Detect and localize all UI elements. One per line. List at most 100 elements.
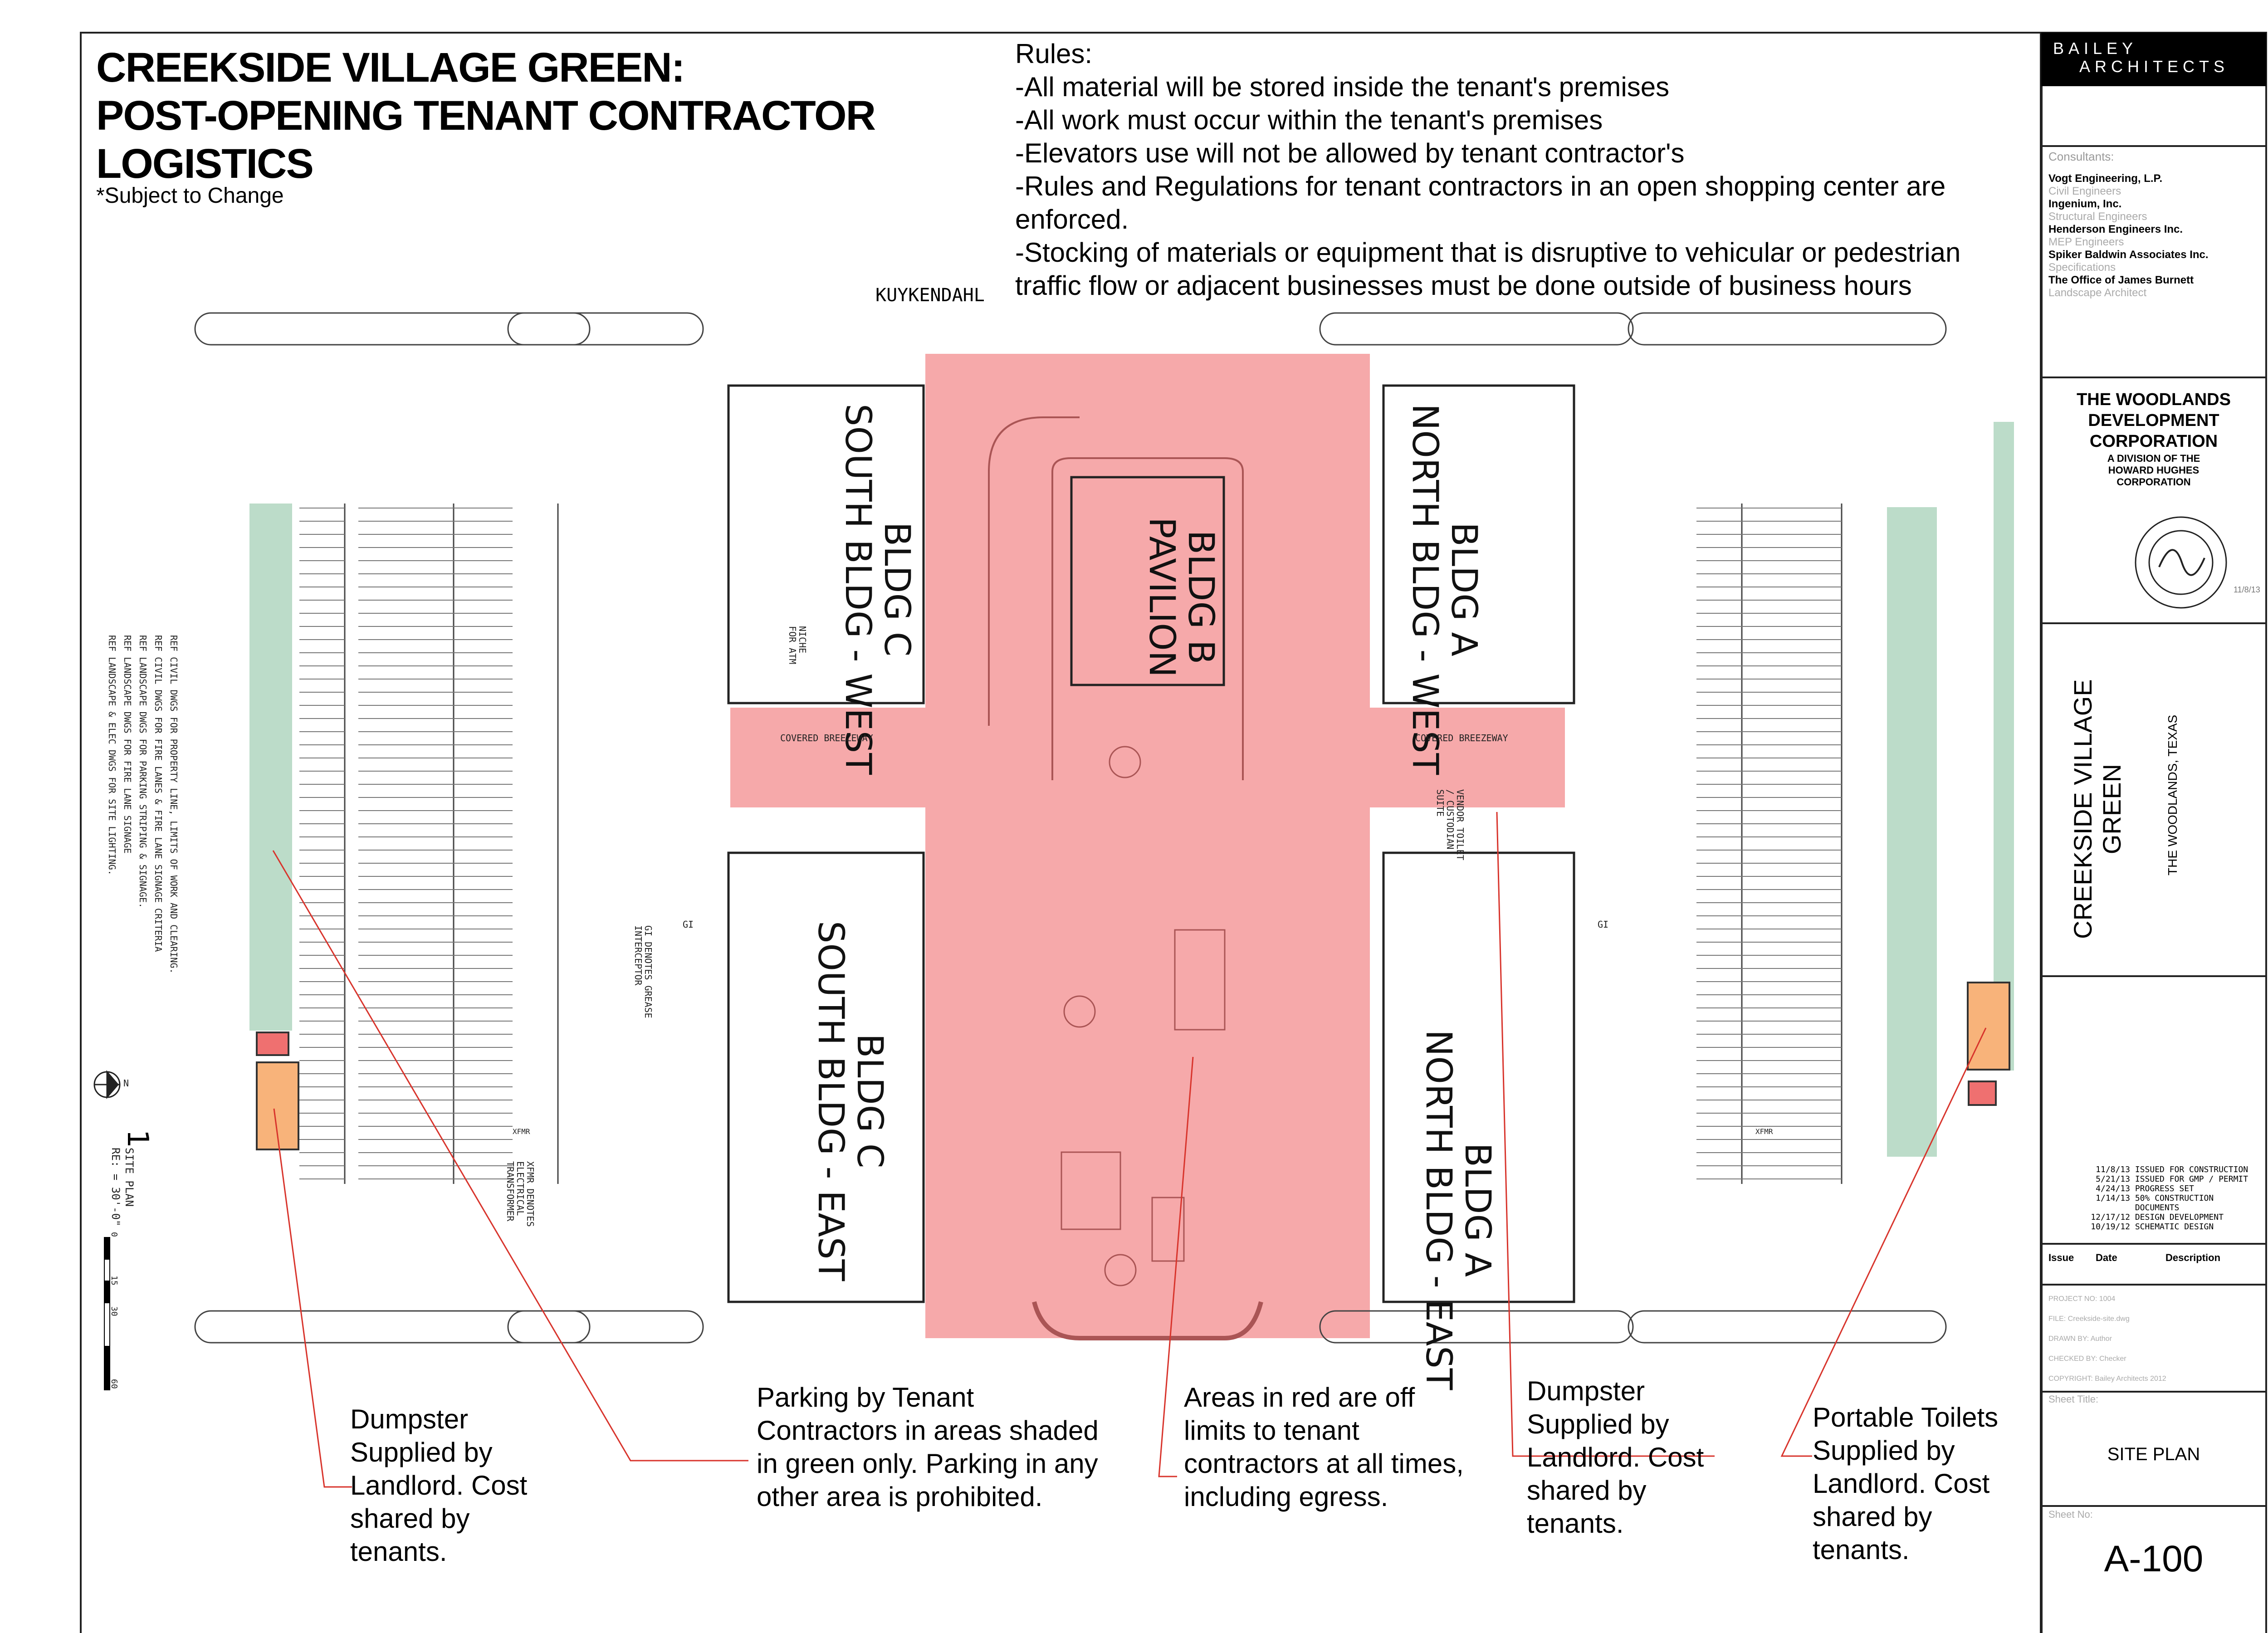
callout-dumpster-left: Dumpster Supplied by Landlord. Cost shar… [350, 1403, 527, 1568]
bldg-b-label: BLDG B PAVILION [1141, 517, 1221, 677]
callout-line: limits to tenant [1184, 1415, 1359, 1446]
callout-line: tenants. [350, 1536, 447, 1567]
callout-parking: Parking by Tenant Contractors in areas s… [757, 1381, 1099, 1513]
atm-note-line: NICHE [797, 626, 808, 654]
owner-subline-text: HOWARD HUGHES [2108, 464, 2200, 476]
drawing-subtitle: *Subject to Change [96, 184, 284, 208]
owner-name: THE WOODLANDS DEVELOPMENT CORPORATION [2041, 389, 2266, 452]
issue-desc: ISSUED FOR CONSTRUCTION [2135, 1165, 2248, 1174]
callout-line: shared by [350, 1503, 470, 1534]
consultant-role: Structural Engineers [2048, 210, 2147, 223]
breezeway-label-west: COVERED BREEZEWAY [780, 733, 873, 743]
owner-subline: A DIVISION OF THE HOWARD HUGHES CORPORAT… [2041, 453, 2266, 488]
xfmr-note-line: XFMR DENOTES [525, 1161, 536, 1227]
issue-date: 12/17/12 [2091, 1213, 2130, 1222]
issue-desc: PROGRESS SET [2135, 1184, 2194, 1193]
site-plan-caption: SITE PLAN RE: = 30'-0" [109, 1148, 136, 1226]
callout-line: Contractors in areas shaded [757, 1415, 1099, 1446]
atm-note-line: FOR ATM [787, 626, 798, 665]
consultant-name: Spiker Baldwin Associates Inc. [2048, 249, 2209, 261]
rule-item: traffic flow or adjacent businesses must… [1015, 270, 1912, 301]
grease-note-line: INTERCEPTOR [633, 925, 644, 986]
bldg-a-west-footprint [1382, 384, 1575, 704]
bldg-a-west-label: BLDG A NORTH BLDG - WEST [1404, 404, 1484, 775]
north-arrow [93, 1070, 121, 1100]
sheet-title-label: Sheet Title: [2048, 1393, 2099, 1405]
issue-row: 12/17/12 DESIGN DEVELOPMENT [2089, 1213, 2248, 1222]
scale-tick: 15 [109, 1276, 119, 1286]
vendor-toilet-note: VENDOR TOILET / CUSTODIAN SUITE [1435, 789, 1466, 861]
bldg-a-west-line1: BLDG A [1443, 522, 1484, 656]
callout-line: other area is prohibited. [757, 1481, 1043, 1512]
callout-line: tenants. [1527, 1508, 1624, 1539]
rules-heading: Rules: [1015, 39, 1093, 69]
callout-line: Landlord. Cost [350, 1470, 528, 1501]
site-plan-caption-line: SITE PLAN [123, 1148, 136, 1207]
project-info-row: DRAWN BY: Author [2048, 1335, 2112, 1343]
atm-niche-note: NICHE FOR ATM [787, 626, 808, 665]
reference-note: REF LANDSCAPE DWGS FOR PARKING STRIPING … [137, 635, 148, 909]
breezeway-label-east: COVERED BREEZEWAY [1415, 733, 1508, 743]
owner-line: CORPORATION [2089, 432, 2218, 451]
issue-date: 11/8/13 [2096, 1165, 2130, 1174]
project-info-row: COPYRIGHT: Bailey Architects 2012 [2048, 1375, 2166, 1383]
firm-logo-block [2041, 33, 2266, 86]
scale-tick: 60 [109, 1379, 119, 1389]
rule-item: -Rules and Regulations for tenant contra… [1015, 171, 1946, 201]
callout-line: Supplied by [1527, 1409, 1669, 1439]
consultant-role: Specifications [2048, 261, 2116, 274]
issue-desc: DOCUMENTS [2135, 1203, 2180, 1213]
title-block-rules [2041, 145, 2266, 1507]
rule-item: -Stocking of materials or equipment that… [1015, 237, 1961, 268]
sheet-number-label: Sheet No: [2048, 1509, 2093, 1520]
issue-date: 1/14/13 [2096, 1193, 2130, 1203]
bldg-c-west-footprint [727, 384, 925, 704]
grease-interceptor-tag: GI [683, 919, 694, 930]
reference-note: REF LANDSCAPE DWGS FOR FIRE LANE SIGNAGE [122, 635, 133, 854]
callout-line: Landlord. Cost [1527, 1442, 1704, 1472]
transformer-note: XFMR DENOTES ELECTRICAL TRANSFORMER [505, 1161, 536, 1227]
callout-line: Parking by Tenant [757, 1382, 974, 1413]
sheet-border [80, 32, 2267, 1633]
issue-row: 1/14/13 50% CONSTRUCTION [2089, 1193, 2248, 1203]
bldg-c-east-label: BLDG C SOUTH BLDG - EAST [810, 921, 890, 1281]
transformer-tag: XFMR [1755, 1127, 1773, 1136]
callout-line: including egress. [1184, 1481, 1388, 1512]
rule-item: -All material will be stored inside the … [1015, 72, 1670, 102]
pavilion-plaza-outline [1051, 457, 1244, 780]
grease-interceptor-note: GI DENOTES GREASE INTERCEPTOR [633, 925, 654, 1018]
bldg-a-west-line2: NORTH BLDG - WEST [1404, 404, 1445, 775]
parking-stalls [299, 508, 1842, 1179]
rule-item: enforced. [1015, 204, 1129, 235]
issue-row: 5/21/13 ISSUED FOR GMP / PERMIT [2089, 1174, 2248, 1184]
grease-interceptor-tag: GI [1598, 919, 1609, 930]
callout-portable-toilets: Portable Toilets Supplied by Landlord. C… [1813, 1401, 1998, 1566]
callout-line: Areas in red are off [1184, 1382, 1415, 1413]
consultants-list: Vogt Engineering, L.P. Civil Engineers I… [2048, 172, 2209, 299]
dumpster-right [1967, 982, 2010, 1071]
callout-red-areas: Areas in red are off limits to tenant co… [1184, 1381, 1464, 1513]
rules-block: Rules: -All material will be stored insi… [1015, 37, 1960, 302]
issue-date: 10/19/12 [2091, 1222, 2130, 1232]
owner-line: THE WOODLANDS [2077, 390, 2231, 409]
callout-line: Portable Toilets [1813, 1402, 1999, 1433]
issue-desc: 50% CONSTRUCTION [2135, 1193, 2214, 1203]
bldg-c-west-label: BLDG C SOUTH BLDG - WEST [837, 404, 917, 775]
site-plan-caption-line: RE: = 30'-0" [109, 1148, 122, 1227]
street-label: KUYKENDAHL [875, 285, 985, 306]
bldg-c-east-line2: SOUTH BLDG - EAST [810, 921, 851, 1281]
issue-row: DOCUMENTS [2089, 1203, 2248, 1213]
bldg-a-east-line1: BLDG A [1457, 1143, 1498, 1277]
issue-date: 4/24/13 [2096, 1184, 2130, 1193]
xfmr-note-line: TRANSFORMER [505, 1161, 516, 1222]
title-line-2: POST-OPENING TENANT CONTRACTOR [96, 93, 876, 139]
rule-item: -Elevators use will not be allowed by te… [1015, 138, 1685, 168]
drawing-title: CREEKSIDE VILLAGE GREEN: POST-OPENING TE… [96, 44, 876, 188]
issue-row: 4/24/13 PROGRESS SET [2089, 1184, 2248, 1193]
seal-date: 11/8/13 [2234, 585, 2260, 594]
contractor-parking-area [249, 422, 2014, 1157]
title-line-1: CREEKSIDE VILLAGE GREEN: [96, 44, 685, 91]
owner-subline-text: CORPORATION [2116, 476, 2191, 488]
title-line-3: LOGISTICS [96, 141, 314, 187]
project-info: PROJECT NO: 1004 FILE: Creekside-site.dw… [2048, 1289, 2166, 1389]
